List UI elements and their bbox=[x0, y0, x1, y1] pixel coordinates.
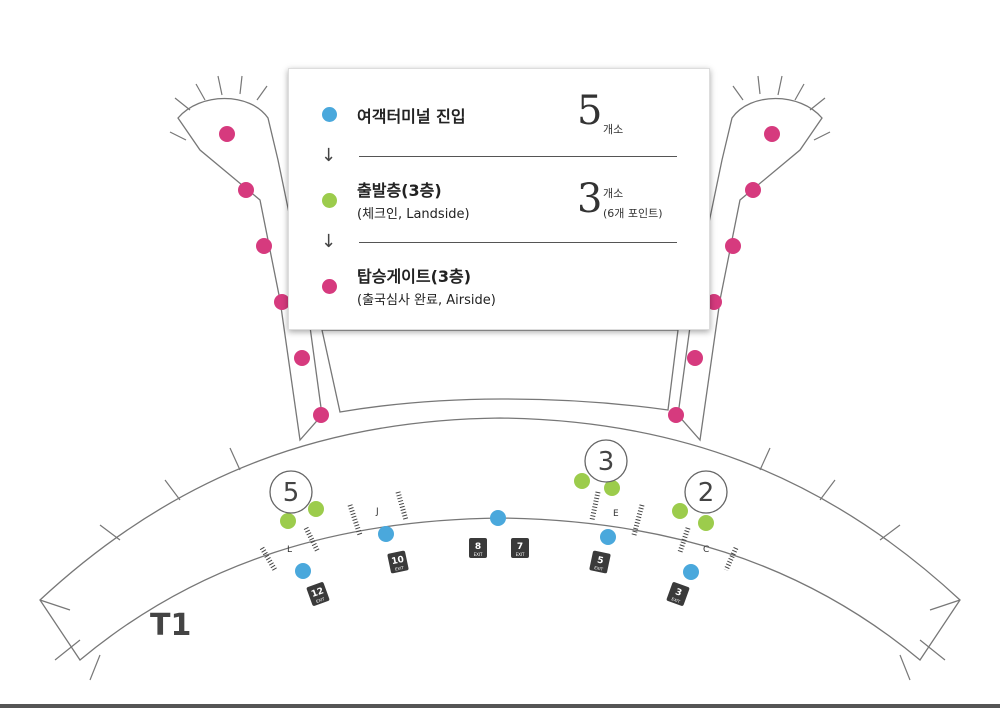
svg-text:3: 3 bbox=[598, 447, 615, 477]
svg-text:12: 12 bbox=[310, 586, 325, 600]
legend-departure-dot bbox=[322, 193, 337, 208]
svg-text:5: 5 bbox=[596, 555, 604, 566]
gate-dot bbox=[313, 407, 329, 423]
departure-dot bbox=[604, 480, 620, 496]
gate-dot bbox=[706, 294, 722, 310]
gate-dot bbox=[219, 126, 235, 142]
svg-text:5: 5 bbox=[283, 478, 300, 508]
departure-dot bbox=[698, 515, 714, 531]
svg-text:2: 2 bbox=[698, 478, 715, 508]
exit-8: 8 EXIT bbox=[469, 538, 487, 558]
down-arrow-icon: ↓ bbox=[321, 145, 337, 166]
gate-dot bbox=[274, 294, 290, 310]
legend-divider bbox=[359, 156, 677, 157]
entry-dot bbox=[295, 563, 311, 579]
svg-text:EXIT: EXIT bbox=[394, 565, 404, 572]
legend-departure-count: 3 bbox=[577, 176, 603, 222]
legend-entry-dot bbox=[322, 107, 337, 122]
svg-text:EXIT: EXIT bbox=[594, 565, 604, 572]
svg-text:8: 8 bbox=[475, 542, 481, 552]
counter-label-c: C bbox=[703, 545, 709, 555]
svg-text:7: 7 bbox=[517, 542, 523, 552]
gate-dot bbox=[668, 407, 684, 423]
departure-dot bbox=[574, 473, 590, 489]
svg-text:EXIT: EXIT bbox=[315, 596, 326, 604]
svg-text:EXIT: EXIT bbox=[516, 552, 525, 557]
gate-dot bbox=[725, 238, 741, 254]
down-arrow-icon: ↓ bbox=[321, 231, 337, 252]
bottom-border bbox=[0, 704, 1000, 708]
entry-dot bbox=[378, 526, 394, 542]
legend-box: 여객터미널 진입 5 개소 ↓ 출발층(3층) (체크인, Landside) … bbox=[288, 68, 710, 330]
counter-label-j: J bbox=[375, 507, 379, 517]
zone-count-badge: 3 bbox=[584, 439, 628, 483]
svg-text:10: 10 bbox=[391, 555, 405, 567]
legend-departure-unit: 개소 bbox=[603, 187, 624, 200]
gate-dot bbox=[764, 126, 780, 142]
entry-dot bbox=[600, 529, 616, 545]
legend-departure-note: (6개 포인트) bbox=[603, 207, 663, 220]
center-connector-outline bbox=[321, 329, 679, 413]
legend-departure-title: 출발층(3층) bbox=[357, 181, 442, 200]
counter-label-l: L bbox=[287, 545, 292, 555]
gate-dot bbox=[294, 350, 310, 366]
legend-gate-sub: (출국심사 완료, Airside) bbox=[357, 293, 496, 308]
legend-gate-title: 탑승게이트(3층) bbox=[357, 267, 472, 286]
legend-entry-unit: 개소 bbox=[603, 123, 624, 136]
exit-7: 7 EXIT bbox=[511, 538, 529, 558]
svg-text:EXIT: EXIT bbox=[474, 552, 483, 557]
gate-dot bbox=[238, 182, 254, 198]
zone-count-badge: 5 bbox=[269, 470, 313, 514]
legend-entry-count: 5 bbox=[577, 88, 603, 134]
legend-departure-sub: (체크인, Landside) bbox=[357, 207, 470, 222]
counter-label-e: E bbox=[613, 509, 619, 519]
gate-dot bbox=[256, 238, 272, 254]
exit-10: 10 EXIT bbox=[387, 550, 409, 574]
departure-dot bbox=[280, 513, 296, 529]
exit-12: 12 EXIT bbox=[306, 582, 330, 606]
exit-5: 5 EXIT bbox=[589, 550, 611, 574]
zone-count-badge: 2 bbox=[684, 470, 728, 514]
exit-3: 3 EXIT bbox=[666, 582, 690, 606]
terminal-label: T1 bbox=[150, 608, 191, 643]
svg-text:3: 3 bbox=[674, 587, 683, 599]
departure-dot bbox=[672, 503, 688, 519]
gate-dot bbox=[745, 182, 761, 198]
svg-text:EXIT: EXIT bbox=[671, 596, 682, 604]
entry-dot bbox=[490, 510, 506, 526]
legend-entry-title: 여객터미널 진입 bbox=[357, 107, 466, 126]
gate-dot bbox=[687, 350, 703, 366]
legend-divider bbox=[359, 242, 677, 243]
legend-gate-dot bbox=[322, 279, 337, 294]
departure-dot bbox=[308, 501, 324, 517]
entry-dot bbox=[683, 564, 699, 580]
